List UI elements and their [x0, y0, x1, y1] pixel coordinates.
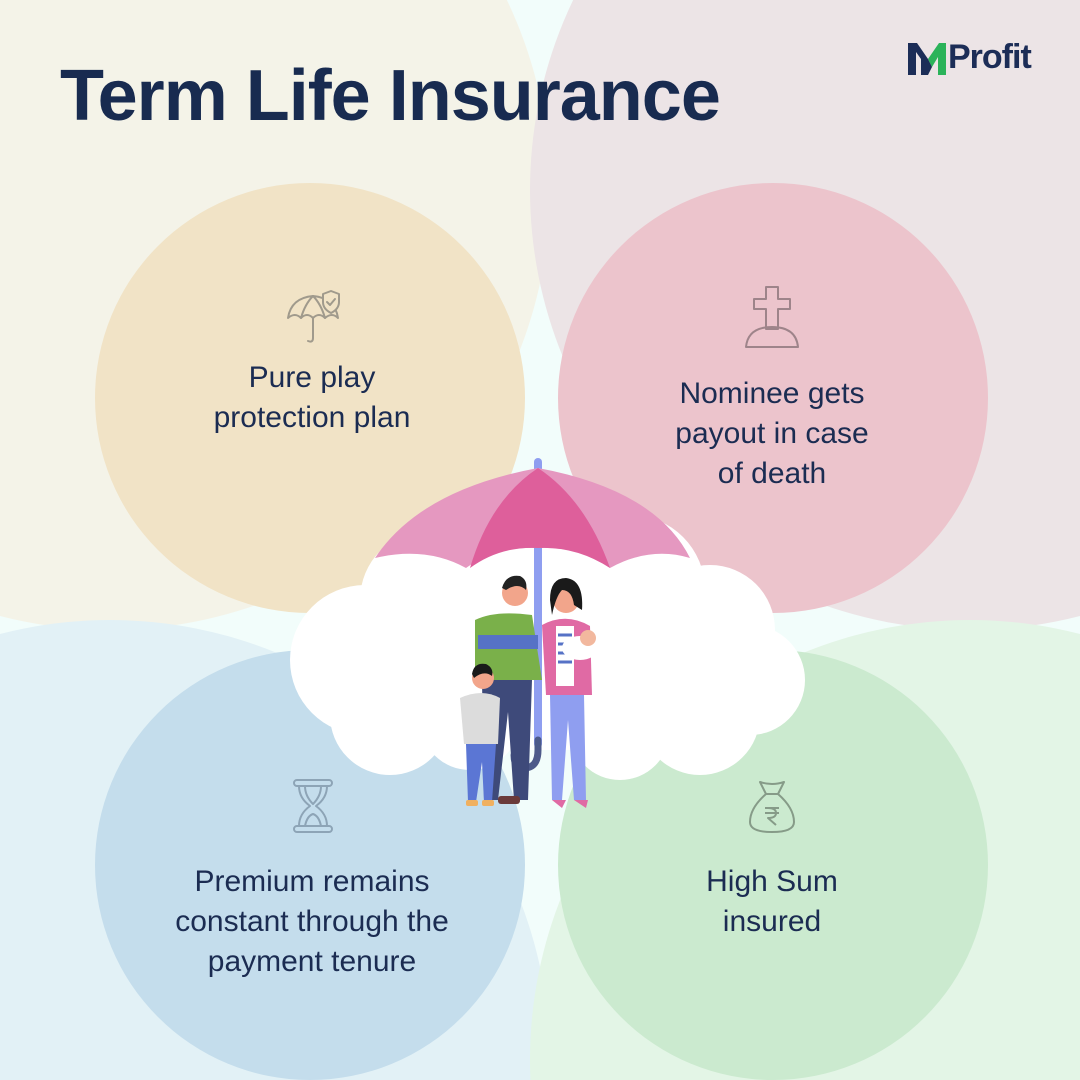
umbrella-shield-icon: [287, 290, 340, 343]
card-line: Premium remains: [194, 865, 430, 898]
card-line: payout in case: [675, 417, 869, 450]
money-bag-rupee-icon: [749, 781, 795, 833]
card-line: High Sum: [706, 865, 838, 898]
card-line: insured: [722, 905, 822, 938]
card-text-high-sum: High Sum insured: [572, 862, 972, 942]
mprofit-m-icon: [908, 42, 946, 75]
card-text-nominee: Nominee gets payout in case of death: [572, 374, 972, 494]
card-line: payment tenure: [207, 945, 417, 978]
hourglass-icon: [293, 779, 333, 833]
card-line: protection plan: [213, 401, 411, 434]
card-line: of death: [717, 457, 827, 490]
page-title: Term Life Insurance: [60, 56, 721, 136]
logo-text: Profit: [948, 38, 1032, 76]
card-line: Pure play: [248, 361, 376, 394]
grave-cross-icon: [745, 286, 799, 348]
card-line: Nominee gets: [679, 377, 865, 410]
card-text-pure-play: Pure play protection plan: [112, 358, 512, 438]
family-umbrella-illustration: [290, 458, 805, 808]
mprofit-logo: Profit: [908, 38, 1032, 77]
card-text-premium: Premium remains constant through the pay…: [112, 862, 512, 982]
card-line: constant through the: [175, 905, 449, 938]
